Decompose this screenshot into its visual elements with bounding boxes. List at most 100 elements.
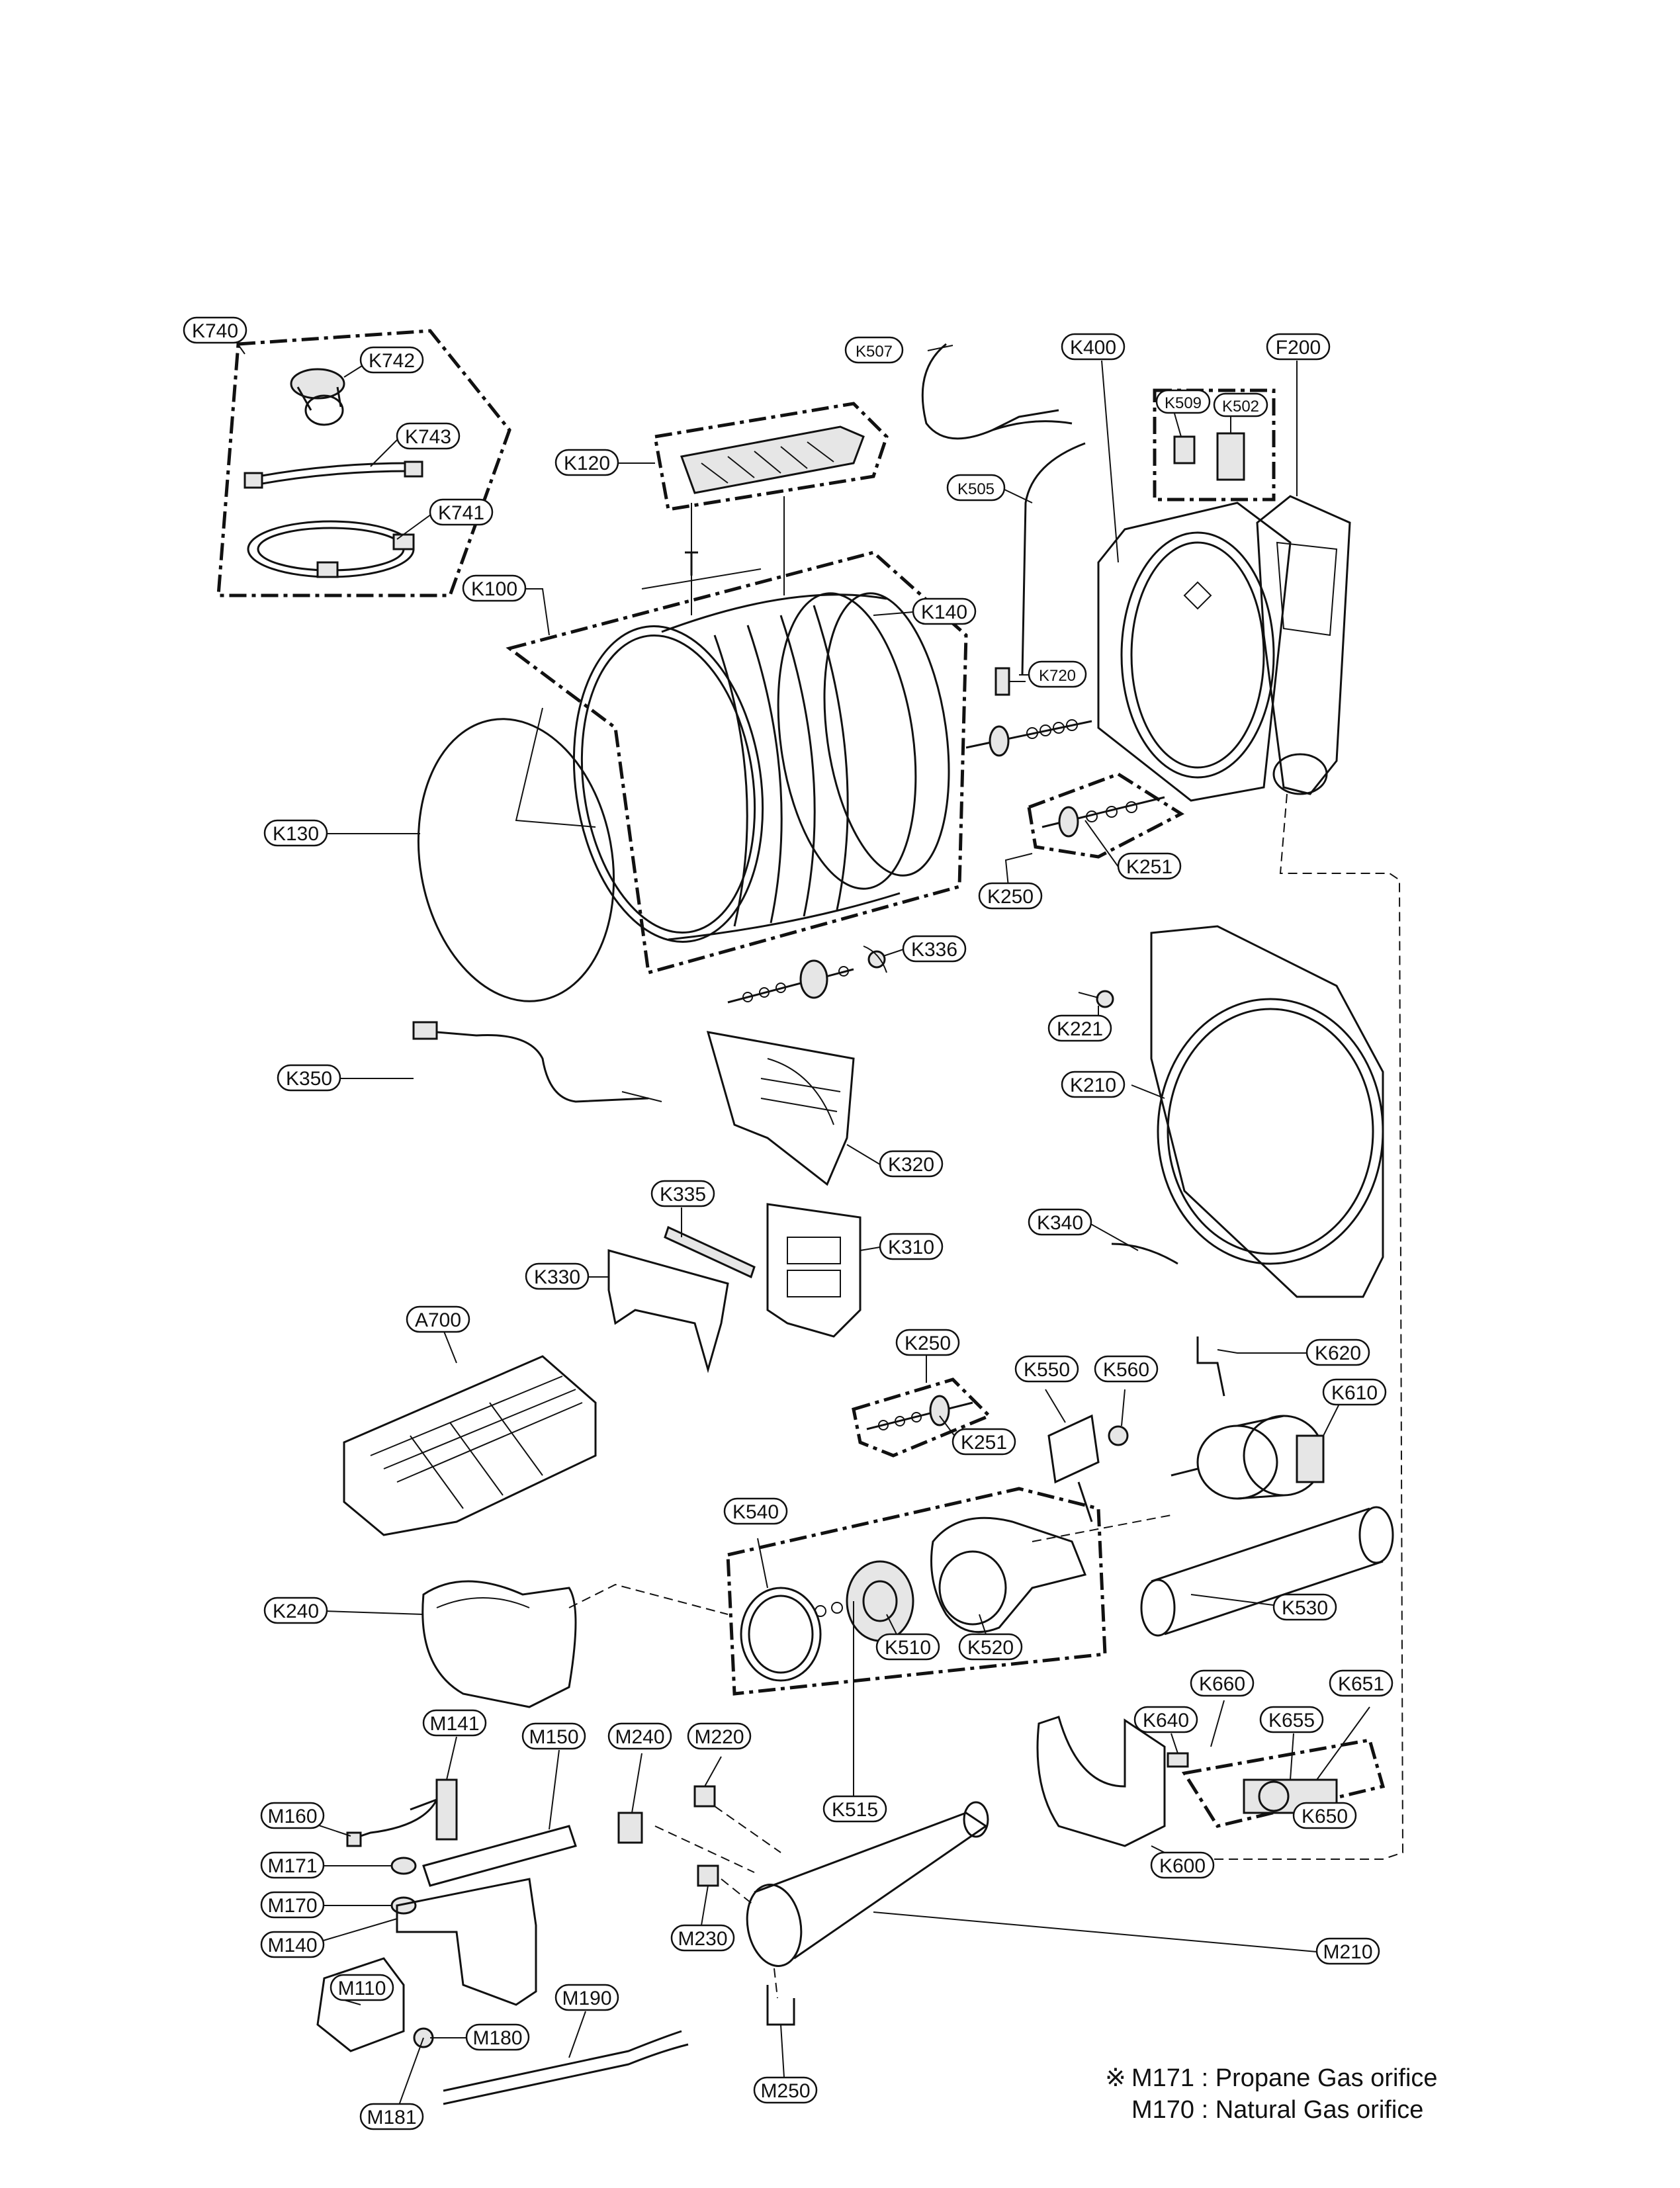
svg-text:M210: M210 (1323, 1941, 1372, 1963)
svg-text:K620: K620 (1315, 1342, 1361, 1364)
label-F200: F200 (1266, 333, 1331, 361)
k250-upper-shaft (965, 719, 1092, 757)
label-M160: M160 (260, 1802, 325, 1829)
svg-text:M240: M240 (615, 1726, 664, 1748)
k540-seal-ring (740, 1587, 822, 1682)
label-K650: K650 (1292, 1802, 1357, 1829)
svg-text:K530: K530 (1282, 1597, 1328, 1619)
svg-text:K743: K743 (405, 426, 451, 448)
orifice-note-natural: M170 : Natural Gas orifice (1105, 2096, 1423, 2124)
svg-text:K250: K250 (987, 886, 1034, 908)
k250-lower-box (852, 1378, 993, 1458)
m170-orifice (390, 1896, 417, 1915)
label-K221: K221 (1047, 1014, 1112, 1042)
svg-text:K120: K120 (564, 453, 610, 474)
label-K240: K240 (263, 1597, 328, 1624)
svg-text:K520: K520 (967, 1637, 1014, 1659)
svg-text:M190: M190 (562, 1988, 611, 2009)
svg-text:K655: K655 (1268, 1710, 1315, 1731)
orifice-note-propane: ※M171 : Propane Gas orifice (1105, 2063, 1438, 2093)
label-K510: K510 (875, 1633, 940, 1661)
label-K100: K100 (462, 574, 527, 602)
m150-burner-tube (422, 1825, 577, 1887)
label-K509: K509 (1155, 389, 1211, 414)
label-K140: K140 (912, 597, 977, 625)
k100-drum (572, 592, 950, 943)
svg-text:K221: K221 (1057, 1018, 1103, 1040)
k610-motor (1171, 1415, 1325, 1500)
label-K505: K505 (946, 474, 1006, 502)
k400-rear-bulkhead (1097, 502, 1292, 802)
k507-wire-harness (921, 343, 1073, 440)
svg-text:K640: K640 (1143, 1710, 1189, 1731)
k540-to-motor-guide (1032, 1514, 1172, 1542)
label-K540: K540 (723, 1497, 788, 1525)
label-K340: K340 (1028, 1208, 1092, 1236)
k620-belt-switch (1196, 1336, 1225, 1397)
svg-text:K240: K240 (273, 1600, 319, 1622)
k130-front-seal (417, 718, 615, 1002)
svg-text:K740: K740 (192, 320, 238, 342)
label-M110: M110 (330, 1974, 394, 2001)
reference-mark-icon: ※ (1105, 2064, 1126, 2092)
label-K550: K550 (1014, 1355, 1079, 1383)
svg-text:M140: M140 (267, 1935, 317, 1956)
svg-text:K600: K600 (1159, 1855, 1206, 1877)
label-M140: M140 (260, 1931, 325, 1958)
svg-text:K251: K251 (1126, 856, 1172, 878)
m141-bracket (435, 1778, 458, 1841)
svg-text:K550: K550 (1024, 1359, 1070, 1381)
svg-text:K320: K320 (888, 1154, 934, 1176)
label-M171: M171 (260, 1851, 325, 1879)
label-M181: M181 (359, 2103, 424, 2130)
right-dashed-guide (1211, 793, 1404, 1860)
label-K502: K502 (1213, 392, 1268, 417)
svg-text:K651: K651 (1338, 1673, 1384, 1695)
label-K743: K743 (396, 422, 461, 450)
label-K336: K336 (902, 935, 967, 963)
svg-text:M141: M141 (429, 1713, 479, 1735)
svg-text:K560: K560 (1103, 1359, 1149, 1381)
svg-text:K741: K741 (438, 502, 484, 524)
propane-orifice-text: M171 : Propane Gas orifice (1131, 2064, 1438, 2092)
k120-box (653, 402, 889, 511)
m240-bracket (617, 1812, 643, 1844)
svg-text:M250: M250 (760, 2080, 810, 2102)
label-M240: M240 (607, 1722, 672, 1750)
label-K310: K310 (879, 1233, 944, 1260)
label-M190: M190 (554, 1984, 619, 2011)
label-M141: M141 (422, 1709, 487, 1737)
svg-text:M180: M180 (472, 2027, 522, 2049)
k250-upper-box (1027, 772, 1185, 859)
k742-y-connector (290, 368, 345, 426)
m160-wire (346, 1798, 439, 1847)
label-K335: K335 (650, 1180, 715, 1207)
svg-text:M181: M181 (367, 2107, 416, 2128)
label-K530: K530 (1272, 1593, 1337, 1621)
f200-exhaust-duct (1256, 495, 1351, 795)
svg-text:K650: K650 (1302, 1806, 1348, 1827)
k640-part (1167, 1752, 1189, 1768)
k550-thermostat-bracket (1047, 1414, 1100, 1522)
label-K507: K507 (844, 336, 904, 364)
svg-text:M160: M160 (267, 1806, 317, 1827)
svg-text:M230: M230 (678, 1928, 727, 1950)
k100-screw (685, 551, 698, 576)
svg-text:K210: K210 (1070, 1074, 1116, 1096)
k600-burner-bracket (1036, 1716, 1166, 1847)
k510-blower-wheel (815, 1560, 914, 1642)
label-M150: M150 (521, 1722, 586, 1750)
label-K320: K320 (879, 1150, 944, 1178)
k741-coiled-hose (247, 520, 415, 578)
label-K651: K651 (1329, 1669, 1393, 1697)
m210-combustion-chamber (746, 1801, 989, 1967)
label-K130: K130 (263, 819, 328, 847)
k221-fastener (1078, 990, 1114, 1008)
k310-lint-housing (766, 1203, 862, 1338)
svg-text:K251: K251 (961, 1432, 1007, 1454)
label-M230: M230 (670, 1924, 735, 1952)
label-K741: K741 (429, 498, 494, 526)
svg-text:K720: K720 (1039, 667, 1076, 685)
svg-text:K610: K610 (1331, 1382, 1378, 1404)
label-K515: K515 (822, 1795, 887, 1823)
